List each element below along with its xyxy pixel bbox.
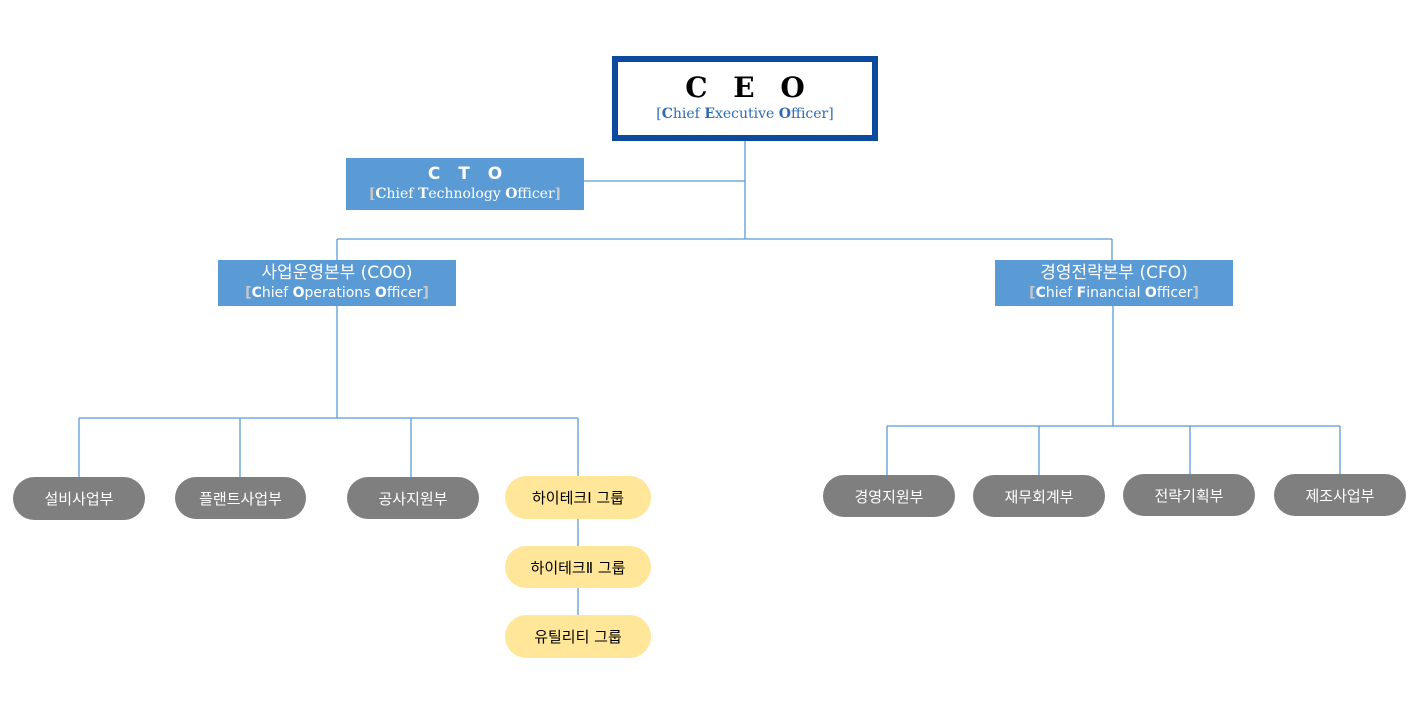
subtitle-segment: perations xyxy=(304,285,375,301)
subtitle-segment: C xyxy=(1035,285,1046,301)
subtitle-segment: inancial xyxy=(1086,285,1145,301)
subtitle-segment: ] xyxy=(422,285,429,301)
subtitle-segment: [ xyxy=(368,186,376,202)
subtitle-segment: [ xyxy=(245,285,252,301)
department-pill: 제조사업부 xyxy=(1274,474,1406,516)
department-pill: 전략기획부 xyxy=(1123,474,1255,516)
subtitle-segment: hief xyxy=(261,285,293,301)
subtitle-segment: echnology xyxy=(428,186,506,202)
subtitle-segment: fficer xyxy=(1156,285,1193,301)
ceo-title: C E O xyxy=(685,71,813,104)
cfo-box: 경영전략본부 (CFO) [Chief Financial Officer] xyxy=(995,260,1233,306)
subtitle-segment: O xyxy=(1144,285,1157,301)
cfo-subtitle: [Chief Financial Officer] xyxy=(995,284,1233,302)
subtitle-segment: E xyxy=(704,106,715,122)
hitech-group-pill: 하이테크Ⅰ 그룹 xyxy=(505,476,651,519)
ceo-subtitle: [Chief Executive Officer] xyxy=(618,106,872,122)
utility-group-pill: 유틸리티 그룹 xyxy=(505,615,651,658)
subtitle-segment: O xyxy=(374,285,387,301)
subtitle-segment: C xyxy=(375,186,387,202)
cfo-title: 경영전략본부 (CFO) xyxy=(1040,263,1188,283)
subtitle-segment: fficer xyxy=(386,285,423,301)
cto-subtitle: [Chief Technology Officer] xyxy=(346,186,584,202)
subtitle-segment: hief xyxy=(1045,285,1077,301)
coo-box: 사업운영본부 (COO) [Chief Operations Officer] xyxy=(218,260,456,306)
subtitle-segment: ] xyxy=(554,186,562,202)
cto-box: C T O [Chief Technology Officer] xyxy=(346,158,584,210)
department-pill: 공사지원부 xyxy=(347,477,479,519)
subtitle-segment: xecutive xyxy=(715,106,779,122)
subtitle-segment: hief xyxy=(386,186,418,202)
subtitle-segment: fficer xyxy=(517,186,555,202)
subtitle-segment: ] xyxy=(1192,285,1199,301)
ceo-box: C E O [Chief Executive Officer] xyxy=(612,56,878,141)
subtitle-segment: [ xyxy=(656,106,662,122)
subtitle-segment: O xyxy=(292,285,305,301)
subtitle-segment: O xyxy=(505,186,518,202)
department-pill: 설비사업부 xyxy=(13,477,145,520)
subtitle-segment: C xyxy=(251,285,262,301)
subtitle-segment: hief xyxy=(672,106,705,122)
subtitle-segment: fficer xyxy=(791,106,829,122)
subtitle-segment: ] xyxy=(828,106,834,122)
cto-title: C T O xyxy=(427,164,509,184)
coo-title: 사업운영본부 (COO) xyxy=(261,263,413,283)
subtitle-segment: T xyxy=(417,186,429,202)
coo-subtitle: [Chief Operations Officer] xyxy=(218,284,456,302)
hitech-group-pill: 하이테크Ⅱ 그룹 xyxy=(505,546,651,588)
department-pill: 경영지원부 xyxy=(823,475,955,517)
subtitle-segment: [ xyxy=(1029,285,1036,301)
department-pill: 재무회계부 xyxy=(973,475,1105,517)
subtitle-segment: C xyxy=(661,106,673,122)
subtitle-segment: O xyxy=(778,106,791,122)
department-pill: 플랜트사업부 xyxy=(175,477,306,519)
subtitle-segment: F xyxy=(1076,285,1087,301)
